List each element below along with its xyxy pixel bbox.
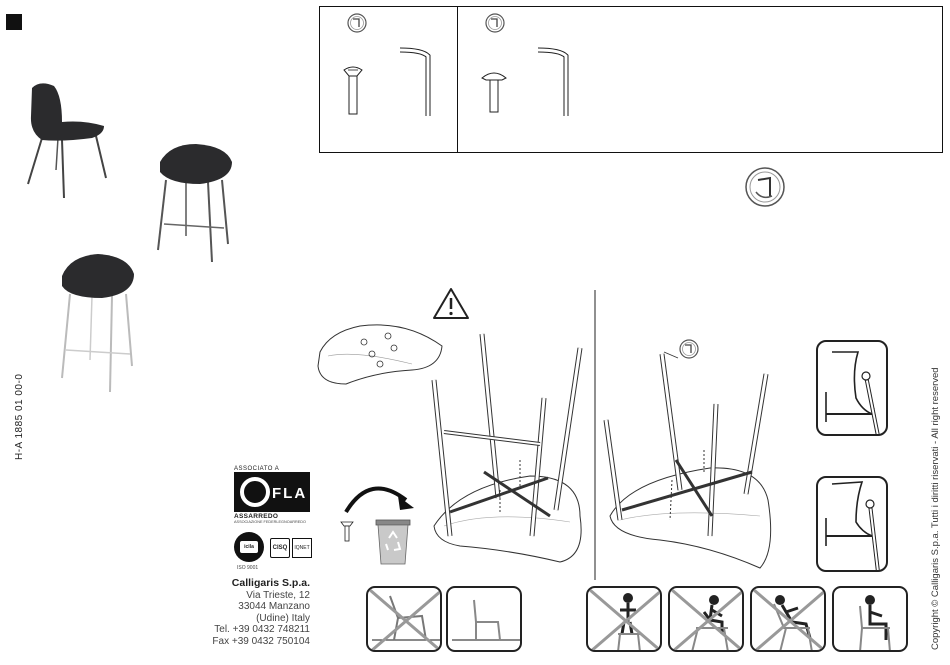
- no-standing-on-stool-pictogram: [586, 586, 662, 652]
- seat-detail-incorrect: [816, 476, 888, 572]
- company-address-line2: 33044 Manzano: [190, 601, 310, 613]
- parts-divider: [457, 6, 458, 153]
- allen-wrench-icon: [396, 46, 436, 120]
- fla-logo-text: FLA: [272, 485, 307, 502]
- seat-detail-correct: [816, 340, 888, 436]
- chair-photo: [22, 80, 112, 200]
- screw-icon: [340, 520, 354, 542]
- company-address-line1: Via Trieste, 12: [190, 590, 310, 602]
- company-fax: Fax +39 0432 750104: [190, 636, 310, 648]
- no-leaning-back-pictogram: [750, 586, 826, 652]
- cert1-text: icila: [240, 541, 258, 553]
- allen-key-icon: [484, 12, 508, 36]
- fla-mark: FLA: [234, 472, 310, 512]
- company-address: Calligaris S.p.a. Via Trieste, 12 33044 …: [190, 578, 310, 648]
- company-name: Calligaris S.p.a.: [190, 578, 310, 590]
- corner-marker: [6, 14, 22, 30]
- copyright-notice: Copyright © Calligaris S.p.a. Tutti i di…: [930, 367, 941, 650]
- company-address-line3: (Udine) Italy: [190, 613, 310, 625]
- allen-key-icon: [346, 12, 370, 36]
- cisq-certification-logo: CISQ: [270, 538, 290, 558]
- association-subname: ASSOCIAZIONE FEDERLEGNOARREDO: [234, 520, 310, 524]
- association-name: ASSARREDO: [234, 513, 310, 520]
- counter-stool-photo: [152, 140, 242, 265]
- allen-key-icon: [676, 338, 704, 366]
- discard-arrow-icon: [340, 478, 420, 518]
- countersunk-screw-icon: [342, 66, 364, 118]
- allen-wrench-icon: [534, 46, 574, 120]
- correct-sitting-pictogram: [832, 586, 908, 652]
- fla-assarredo-logo: ASSOCIATO A FLA ASSARREDO ASSOCIAZIONE F…: [234, 466, 310, 524]
- bar-stool-photo: [56, 250, 146, 395]
- stool-assembly-drawing-right: [600, 340, 780, 570]
- icila-certification-logo: icila: [234, 532, 264, 562]
- no-tilting-chair-pictogram: [366, 586, 442, 652]
- warning-icon: [432, 287, 470, 321]
- stool-assembly-drawing-left: [420, 326, 600, 576]
- iqnet-certification-logo: IQNET: [292, 538, 312, 558]
- button-head-screw-icon: [480, 70, 508, 114]
- company-tel: Tel. +39 0432 748211: [190, 624, 310, 636]
- recycle-bin-icon: [374, 516, 412, 566]
- cert1-label: ISO 9001: [237, 565, 258, 571]
- no-kneeling-on-stool-pictogram: [668, 586, 744, 652]
- correct-chair-pictogram: [446, 586, 522, 652]
- allen-key-badge-icon: [744, 166, 788, 210]
- document-code: H-A 1885 01 00-0: [14, 374, 25, 460]
